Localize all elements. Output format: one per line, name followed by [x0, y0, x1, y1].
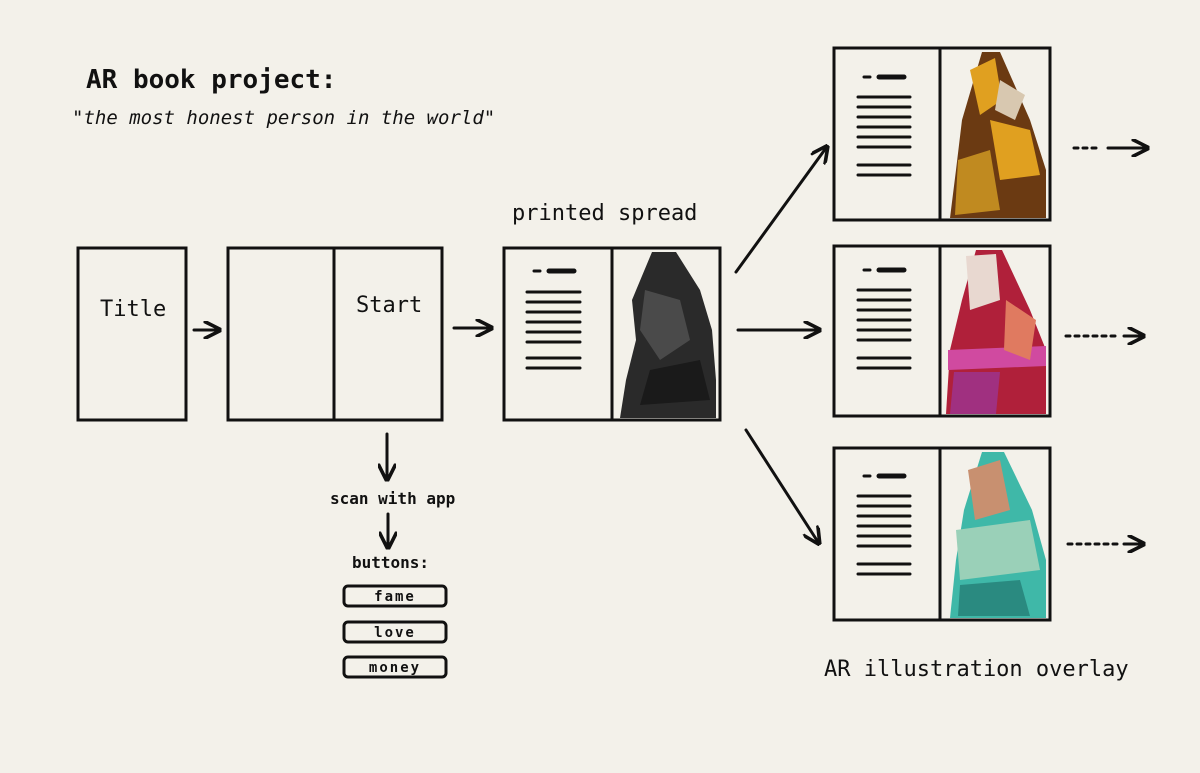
buttons-label: buttons: [352, 553, 429, 572]
arrow-to-overlay-1 [734, 148, 826, 274]
printed-spread [502, 246, 722, 422]
overlay-1-text-block [856, 74, 912, 177]
overlay-spread-2 [832, 244, 1052, 418]
overlay-2-left-page [832, 244, 942, 418]
overlay-spread-1 [832, 46, 1052, 222]
project-subtitle: "the most honest person in the world" [72, 107, 495, 129]
arrow-to-overlay-3 [744, 428, 818, 542]
ar-button-money[interactable]: money [342, 655, 448, 679]
overlay-2-text-block [856, 267, 912, 370]
overlay-1-left-page [832, 46, 942, 222]
overlay-3-text-block [856, 473, 912, 576]
ar-button-money-label: money [369, 660, 421, 676]
ar-button-love-label: love [374, 625, 416, 641]
start-spread-left-page [226, 246, 336, 422]
ar-button-love-frame [342, 620, 448, 644]
ar-button-love[interactable]: love [342, 620, 448, 644]
ar-button-money-frame [342, 655, 448, 679]
project-title: AR book project: [86, 65, 336, 95]
start-spread-right-page [332, 246, 444, 422]
printed-spread-label: printed spread [512, 201, 697, 226]
printed-left-page [502, 246, 614, 422]
scan-label: scan with app [330, 489, 455, 508]
start-page-label: Start [356, 293, 422, 318]
overlay-spread-3 [832, 446, 1052, 622]
title-page [76, 246, 188, 422]
ar-button-fame-frame [342, 584, 448, 608]
title-page-label: Title [100, 297, 166, 322]
printed-text-block [525, 268, 582, 370]
ar-button-fame-label: fame [374, 589, 416, 605]
ar-overlay-label: AR illustration overlay [824, 657, 1129, 682]
ar-button-fame[interactable]: fame [342, 584, 448, 608]
